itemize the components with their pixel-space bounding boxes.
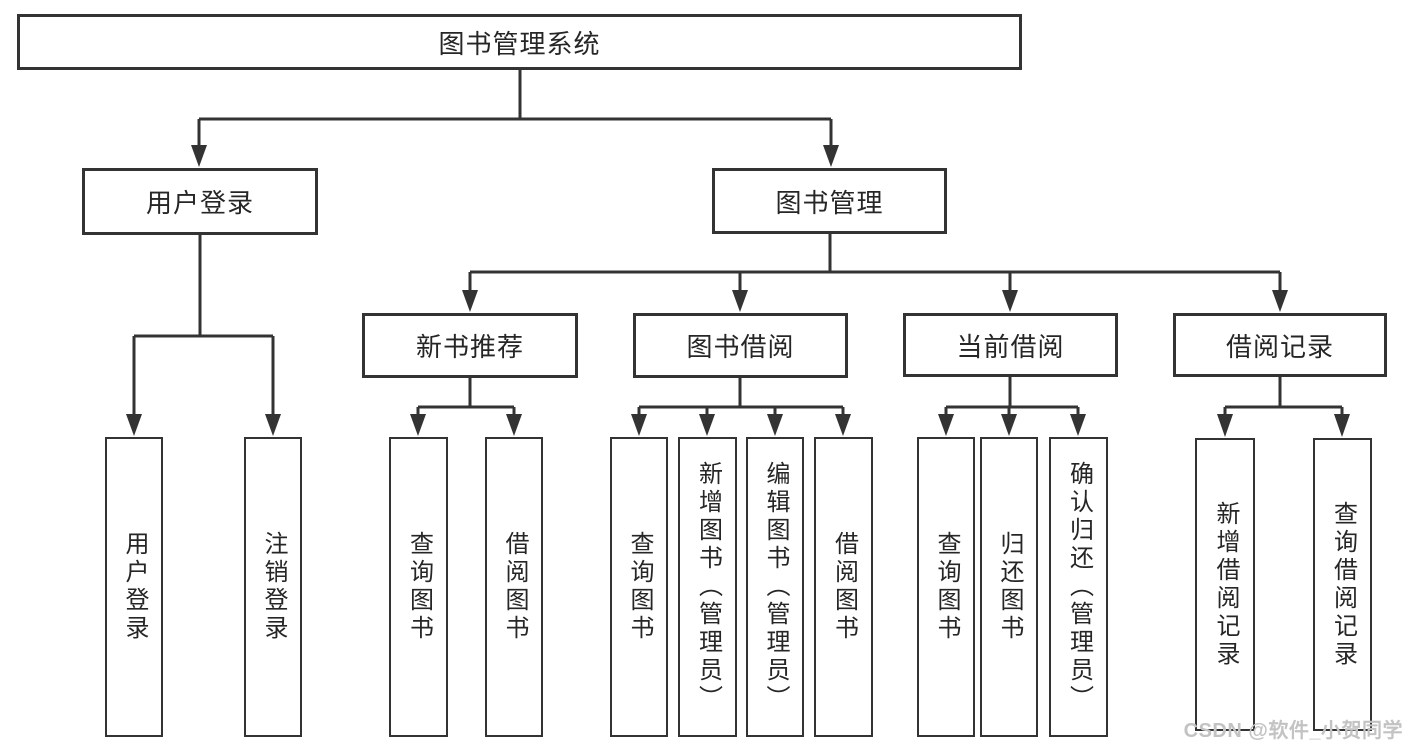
leaf-label: 借阅图书: [830, 531, 858, 643]
leaf-logout: 注销登录: [244, 437, 302, 737]
node-label: 图书管理: [775, 187, 884, 218]
leaf-query-books-recommend: 查询图书: [389, 437, 448, 737]
leaf-query-books-current: 查询图书: [917, 437, 975, 737]
leaf-label: 查询图书: [933, 531, 960, 643]
node-book-management: 图书管理: [712, 168, 947, 234]
leaf-label: 查询借阅记录: [1329, 500, 1357, 669]
leaf-label: 编辑图书（管理员）: [762, 461, 789, 713]
node-label: 图书管理系统: [438, 28, 601, 59]
node-book-borrow: 图书借阅: [633, 313, 848, 378]
arrowhead-icons: [126, 145, 1350, 437]
node-root-library-system: 图书管理系统: [17, 14, 1022, 70]
leaf-label: 用户登录: [121, 531, 148, 643]
leaf-add-books-admin: 新增图书（管理员）: [678, 437, 737, 737]
node-current-borrow: 当前借阅: [903, 313, 1118, 377]
leaf-label: 新增借阅记录: [1212, 500, 1239, 669]
node-label: 用户登录: [145, 188, 254, 218]
leaf-borrow-books-recommend: 借阅图书: [485, 437, 543, 737]
node-label: 借阅记录: [1225, 331, 1334, 362]
leaf-label: 归还图书: [996, 531, 1023, 643]
watermark: CSDN @软件_小贺同学: [1183, 720, 1403, 742]
leaf-borrow-books: 借阅图书: [814, 437, 873, 737]
leaf-label: 注销登录: [260, 531, 287, 643]
node-label: 当前借阅: [956, 331, 1065, 362]
node-label: 图书借阅: [686, 332, 795, 362]
leaf-query-borrow-record: 查询借阅记录: [1313, 438, 1372, 731]
leaf-return-books: 归还图书: [980, 437, 1038, 737]
leaf-label: 借阅图书: [501, 531, 528, 643]
leaf-query-books-borrow: 查询图书: [610, 437, 668, 737]
leaf-label: 确认归还（管理员）: [1065, 461, 1093, 713]
leaf-edit-books-admin: 编辑图书（管理员）: [746, 437, 804, 737]
leaf-user-login: 用户登录: [105, 437, 163, 737]
node-label: 新书推荐: [415, 332, 524, 362]
node-new-book-recommend: 新书推荐: [362, 313, 578, 378]
leaf-add-borrow-record: 新增借阅记录: [1195, 438, 1255, 731]
leaf-label: 新增图书（管理员）: [694, 461, 722, 713]
leaf-confirm-return-admin: 确认归还（管理员）: [1049, 437, 1108, 737]
leaf-label: 查询图书: [405, 531, 433, 643]
node-user-login: 用户登录: [82, 168, 318, 235]
node-borrow-records: 借阅记录: [1173, 313, 1387, 377]
leaf-label: 查询图书: [626, 531, 653, 643]
